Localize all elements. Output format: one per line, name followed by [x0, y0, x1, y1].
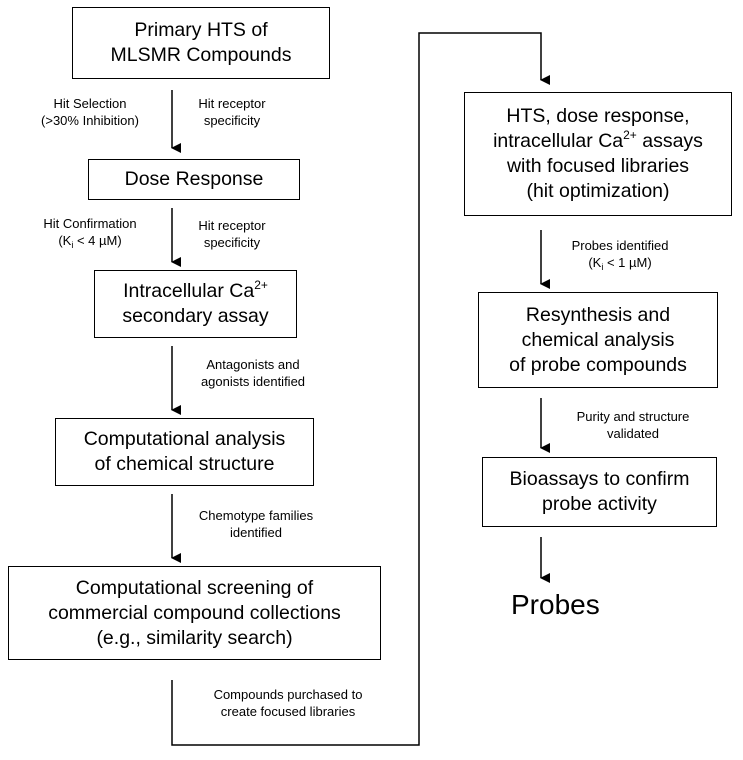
antagonists-line1: Antagonists and — [206, 357, 300, 372]
computational-analysis-line1: Computational analysis — [83, 428, 286, 450]
intracellular-box: Intracellular Ca2+ secondary assay — [94, 270, 297, 338]
hts-focused-line3: with focused libraries — [506, 155, 690, 177]
probes-identified-k: (K — [588, 255, 602, 270]
antagonists-line2: agonists identified — [200, 374, 306, 389]
antagonists-label: Antagonists and agonists identified — [180, 356, 326, 390]
connector-to-right-column — [171, 32, 550, 746]
hit-confirmation-label: Hit Confirmation (Ki < 4 µM) — [20, 215, 160, 250]
hts-focused-line1: HTS, dose response, — [506, 105, 690, 127]
probes-identified-line2: (Ki < 1 µM) — [555, 254, 685, 272]
bioassays-box: Bioassays to confirm probe activity — [482, 457, 717, 527]
chemotype-line1: Chemotype families — [198, 508, 314, 523]
hit-confirmation-k: (K — [58, 233, 72, 248]
hit-confirmation-sub: i — [71, 240, 74, 250]
primary-hts-line2: MLSMR Compounds — [110, 44, 292, 66]
compounds-purchased-line2: create focused libraries — [220, 704, 356, 719]
hit-receptor-2-line1: Hit receptor — [198, 218, 266, 233]
hts-focused-sup: 2+ — [623, 128, 637, 142]
chemotype-label: Chemotype families identified — [186, 507, 326, 541]
dose-response-line1: Dose Response — [124, 168, 264, 190]
hit-receptor-label-1: Hit receptor specificity — [187, 95, 277, 129]
hit-confirmation-line2: (Ki < 4 µM) — [20, 232, 160, 250]
computational-screening-box: Computational screening of commercial co… — [8, 566, 381, 660]
hit-confirmation-line1: Hit Confirmation — [43, 216, 137, 231]
hit-selection-label: Hit Selection (>30% Inhibition) — [25, 95, 155, 129]
dose-response-box: Dose Response — [88, 159, 300, 200]
compounds-purchased-line1: Compounds purchased to — [213, 687, 363, 702]
probes-output: Probes — [511, 589, 600, 620]
computational-analysis-box: Computational analysis of chemical struc… — [55, 418, 314, 486]
intracellular-line2: secondary assay — [122, 305, 269, 327]
hts-focused-box: HTS, dose response, intracellular Ca2+ a… — [464, 92, 732, 216]
primary-hts-box: Primary HTS of MLSMR Compounds — [72, 7, 330, 79]
hit-confirmation-value: < 4 µM) — [73, 233, 122, 248]
intracellular-sup: 2+ — [254, 278, 268, 292]
resynthesis-line2: chemical analysis — [521, 328, 675, 351]
hts-focused-line4: (hit optimization) — [526, 180, 670, 202]
hit-receptor-label-2: Hit receptor specificity — [187, 217, 277, 251]
hit-receptor-2-line2: specificity — [203, 235, 261, 250]
chemotype-line2: identified — [229, 525, 283, 540]
bioassays-line1: Bioassays to confirm — [509, 468, 690, 490]
computational-screening-line1: Computational screening of — [75, 576, 314, 599]
probes-identified-label: Probes identified (Ki < 1 µM) — [555, 237, 685, 272]
intracellular-line1: Intracellular Ca2+ — [123, 279, 268, 304]
computational-screening-line2: commercial compound collections — [48, 601, 341, 624]
hts-focused-line2: intracellular Ca2+ assays — [493, 129, 703, 154]
computational-screening-line3: (e.g., similarity search) — [96, 626, 293, 649]
probes-identified-sub: i — [601, 262, 604, 272]
hts-focused-assays: assays — [636, 130, 703, 152]
compounds-purchased-label: Compounds purchased to create focused li… — [188, 686, 388, 720]
hit-selection-line2: (>30% Inhibition) — [41, 113, 139, 128]
probes-identified-value: < 1 µM) — [603, 255, 652, 270]
purity-label: Purity and structure validated — [553, 408, 713, 442]
hit-receptor-1-line2: specificity — [203, 113, 261, 128]
probes-identified-line1: Probes identified — [571, 238, 669, 253]
hit-selection-line1: Hit Selection — [53, 96, 127, 111]
purity-line1: Purity and structure — [576, 409, 690, 424]
hit-receptor-1-line1: Hit receptor — [198, 96, 266, 111]
computational-analysis-line2: of chemical structure — [94, 453, 275, 475]
resynthesis-line3: of probe compounds — [509, 353, 687, 376]
resynthesis-box: Resynthesis and chemical analysis of pro… — [478, 292, 718, 388]
bioassays-line2: probe activity — [542, 493, 657, 515]
intracellular-text: Intracellular Ca — [123, 280, 255, 302]
resynthesis-line1: Resynthesis and — [525, 303, 671, 326]
primary-hts-line1: Primary HTS of — [134, 19, 268, 41]
hts-focused-text: intracellular Ca — [493, 130, 624, 152]
purity-line2: validated — [606, 426, 660, 441]
